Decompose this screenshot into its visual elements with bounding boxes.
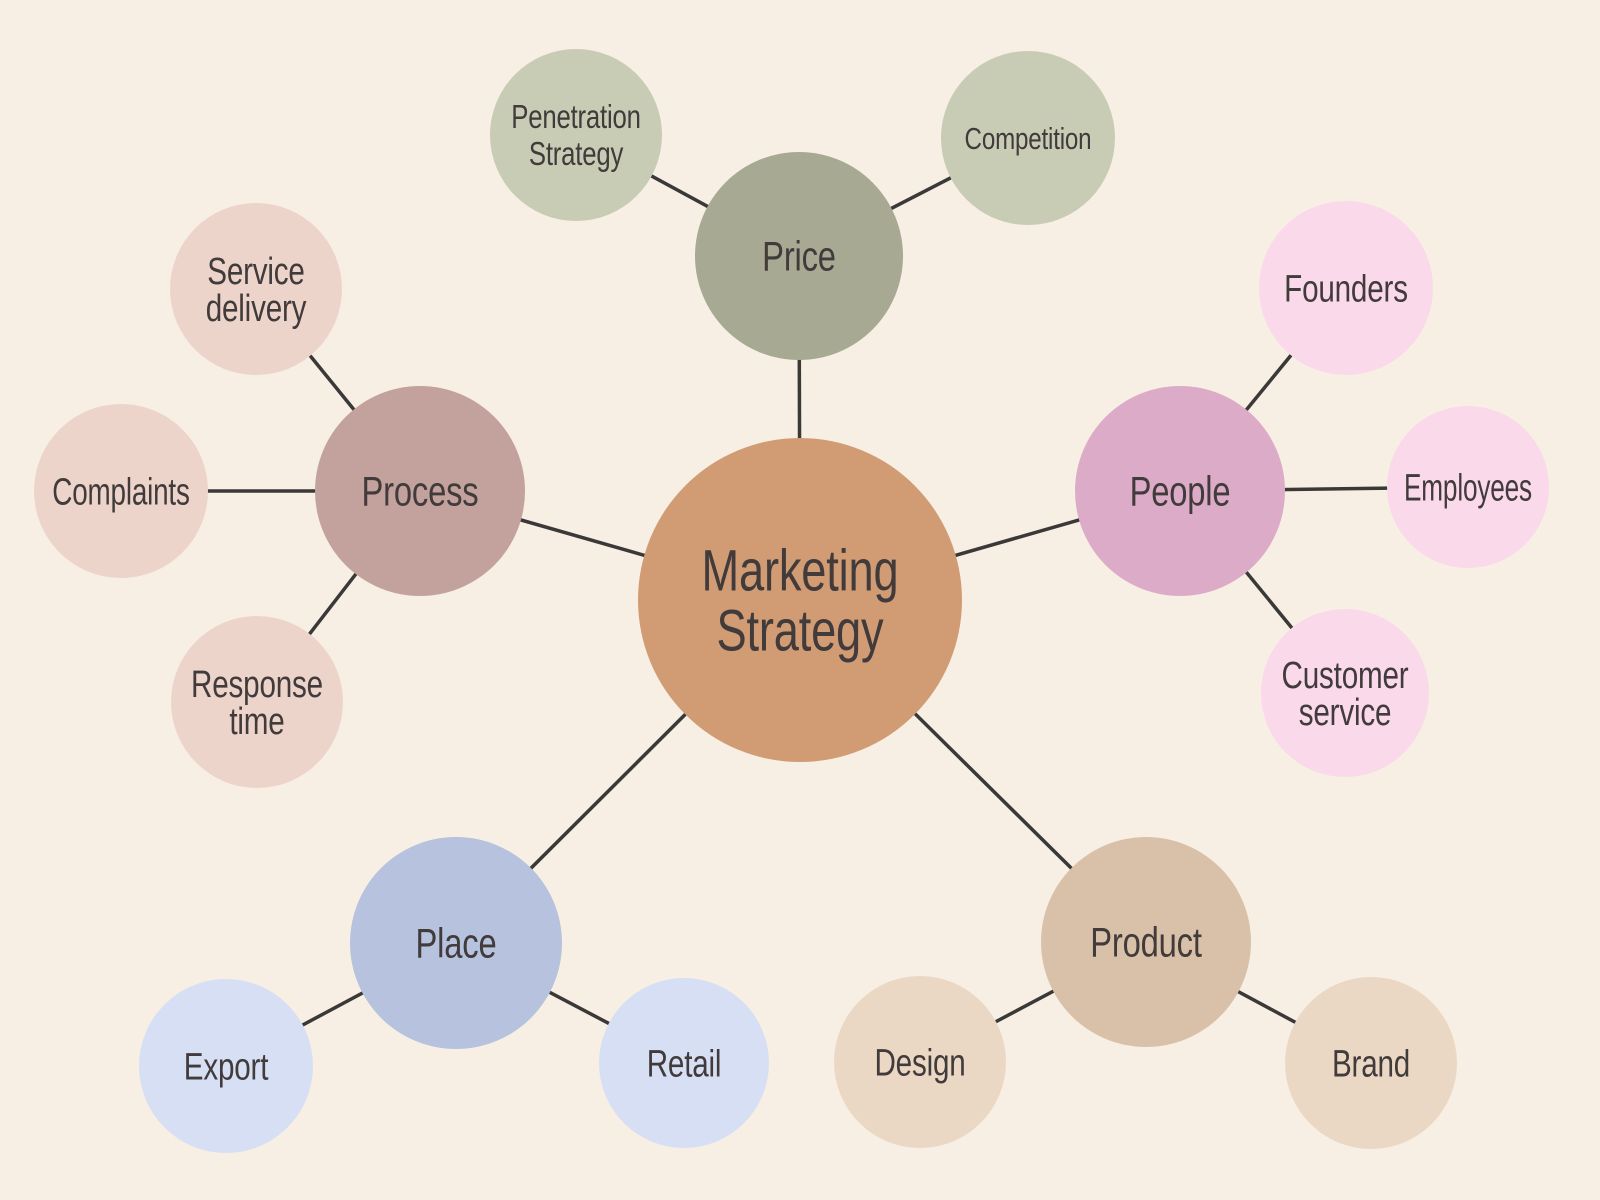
node-price: Price <box>695 152 903 360</box>
node-place-circle[interactable] <box>350 837 562 1049</box>
node-response_time-label: time <box>229 701 284 743</box>
node-complaints: Complaints <box>34 404 208 578</box>
node-process-label: Process <box>362 468 479 515</box>
node-founders-label: Founders <box>1284 268 1408 310</box>
node-employees-circle[interactable] <box>1387 406 1549 568</box>
node-people-label: People <box>1130 468 1231 515</box>
node-customer_service-label: service <box>1299 692 1392 734</box>
node-product-circle[interactable] <box>1041 837 1251 1047</box>
node-place-label: Place <box>416 920 497 967</box>
node-response_time-label: Response <box>191 664 323 706</box>
node-employees: Employees <box>1387 406 1549 568</box>
node-export-circle[interactable] <box>139 979 313 1153</box>
node-founders-circle[interactable] <box>1259 201 1433 375</box>
node-competition-label: Competition <box>965 121 1092 156</box>
node-retail-circle[interactable] <box>599 978 769 1148</box>
node-people-circle[interactable] <box>1075 386 1285 596</box>
node-price-label: Price <box>762 233 836 280</box>
node-service_delivery-circle[interactable] <box>170 203 342 375</box>
node-center-label: Marketing <box>702 538 899 603</box>
node-process-circle[interactable] <box>315 386 525 596</box>
node-penetration-label: Strategy <box>529 135 624 172</box>
node-employees-label: Employees <box>1404 467 1532 509</box>
node-response_time-circle[interactable] <box>171 616 343 788</box>
node-penetration-label: Penetration <box>511 98 641 135</box>
node-penetration-circle[interactable] <box>490 49 662 221</box>
node-people: People <box>1075 386 1285 596</box>
node-brand-label: Brand <box>1332 1043 1410 1085</box>
node-brand: Brand <box>1285 977 1457 1149</box>
node-retail-label: Retail <box>647 1043 722 1085</box>
node-complaints-label: Complaints <box>52 471 189 513</box>
node-retail: Retail <box>599 978 769 1148</box>
node-center-label: Strategy <box>717 598 884 663</box>
node-service_delivery-label: Service <box>207 251 304 293</box>
node-customer_service-circle[interactable] <box>1261 609 1429 777</box>
node-founders: Founders <box>1259 201 1433 375</box>
node-design-circle[interactable] <box>834 976 1006 1148</box>
node-design: Design <box>834 976 1006 1148</box>
node-process: Process <box>315 386 525 596</box>
node-export-label: Export <box>184 1046 269 1088</box>
node-product: Product <box>1041 837 1251 1047</box>
node-design-label: Design <box>874 1042 965 1084</box>
node-brand-circle[interactable] <box>1285 977 1457 1149</box>
node-customer_service-label: Customer <box>1282 655 1409 697</box>
node-center-circle[interactable] <box>638 438 962 762</box>
node-place: Place <box>350 837 562 1049</box>
node-price-circle[interactable] <box>695 152 903 360</box>
node-product-label: Product <box>1090 919 1202 966</box>
node-competition: Competition <box>941 51 1115 225</box>
node-complaints-circle[interactable] <box>34 404 208 578</box>
node-export: Export <box>139 979 313 1153</box>
node-service_delivery-label: delivery <box>206 288 307 330</box>
node-competition-circle[interactable] <box>941 51 1115 225</box>
